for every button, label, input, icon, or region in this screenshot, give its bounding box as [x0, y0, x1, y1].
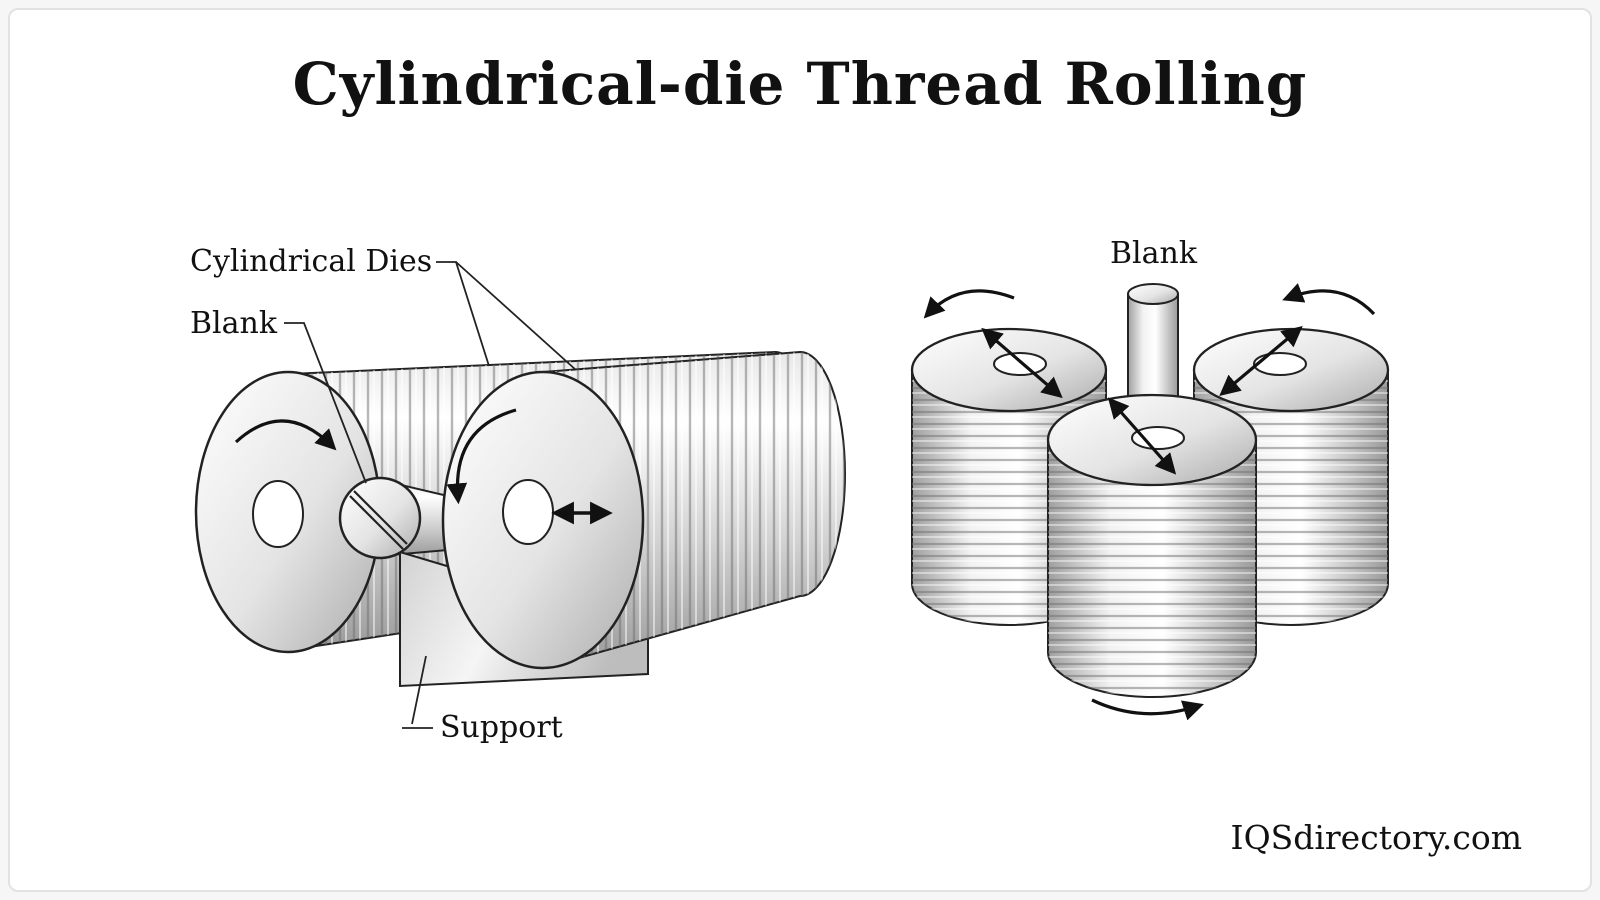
three-die-front: [1046, 393, 1258, 698]
leader-lines-left: [284, 261, 577, 729]
three-die-right-bore: [1253, 352, 1307, 376]
leader-cylindrical-dies-rear: [436, 261, 490, 367]
center-blank: [1127, 283, 1179, 403]
three-die-front-adjust-arrow: [1107, 397, 1177, 475]
three-die-left-bore: [993, 352, 1047, 376]
watermark: IQSdirectory.com: [1230, 818, 1522, 857]
rotation-arrow-top-right: [1282, 283, 1376, 316]
rear-die-bore: [252, 480, 304, 548]
label-cylindrical-dies: Cylindrical Dies: [190, 244, 433, 279]
label-blank-left: Blank: [190, 306, 278, 341]
blank-slot-line-1: [353, 490, 408, 545]
front-die-bore: [502, 479, 554, 545]
leader-cylindrical-dies-front: [455, 261, 577, 371]
three-die-right-adjust-arrow: [1219, 325, 1303, 397]
diagram-title: Cylindrical-die Thread Rolling: [292, 50, 1308, 118]
three-die-left-adjust-arrow: [981, 327, 1063, 399]
label-support: Support: [440, 710, 563, 745]
leader-support-line: [411, 655, 427, 725]
rotation-arrow-top-left: [923, 289, 1015, 319]
rear-die-rotation-arrow: [234, 419, 337, 451]
rotation-arrow-bottom: [1091, 698, 1204, 721]
left-diagram-two-die: [194, 261, 846, 729]
front-die-rotation-arrow: [446, 408, 517, 505]
label-blank-right: Blank: [1110, 236, 1198, 271]
blank-slot-line-2: [349, 495, 404, 550]
center-blank-top: [1127, 283, 1179, 305]
blank-workpiece: [338, 476, 422, 560]
right-diagram-three-die: [910, 283, 1390, 721]
front-cylindrical-die: [441, 350, 846, 670]
three-die-front-threads: [1048, 440, 1256, 697]
rotation-arrows-right-diagram: [923, 283, 1376, 721]
three-die-front-bore: [1131, 426, 1185, 450]
center-blank-body: [1127, 293, 1179, 403]
leader-blank-left: [284, 322, 367, 484]
